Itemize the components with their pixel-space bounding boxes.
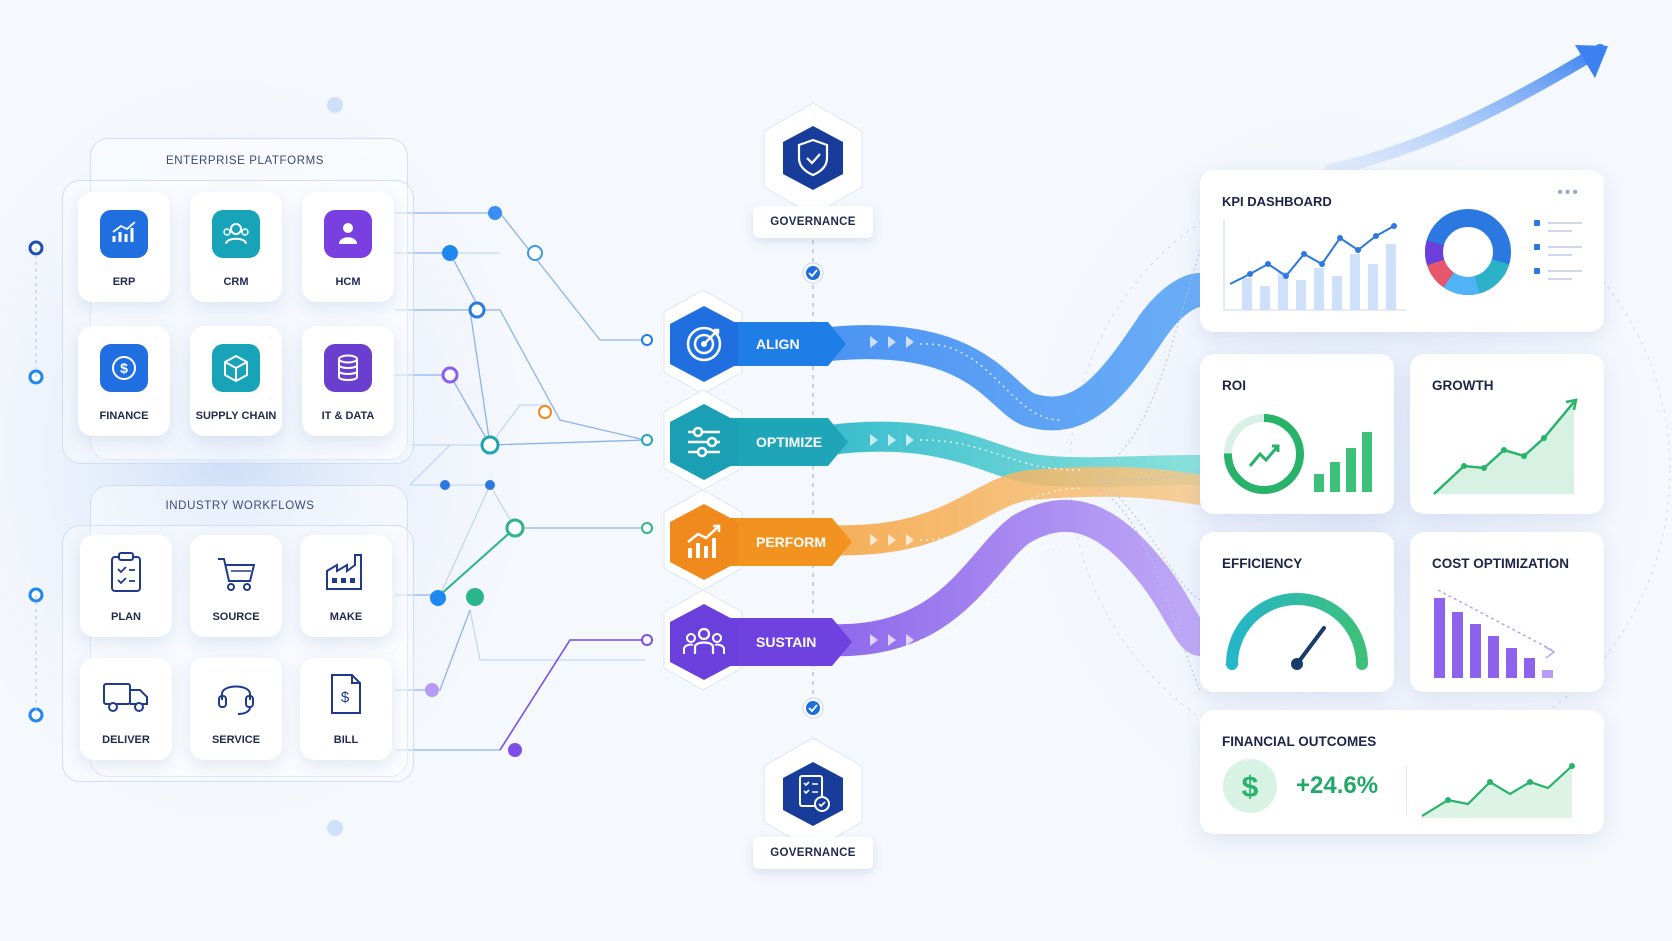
stage-perform[interactable]	[662, 500, 746, 584]
stage-label: SUSTAIN	[756, 634, 817, 650]
tile-plan[interactable]: PLAN	[80, 535, 172, 637]
shield-check-icon	[783, 126, 843, 190]
card-title: COST OPTIMIZATION	[1432, 556, 1569, 571]
dollar-coin-icon: $	[1223, 759, 1277, 813]
chart-up-icon	[670, 504, 738, 580]
card-title: ROI	[1222, 378, 1247, 393]
users-icon	[212, 210, 260, 258]
growth-card[interactable]: GROWTH	[1410, 354, 1604, 514]
cost-bar-chart	[1434, 589, 1556, 678]
team-icon	[670, 604, 738, 680]
tile-label: SOURCE	[212, 611, 260, 623]
tile-bill[interactable]: $ BILL	[300, 658, 392, 760]
stage-optimize[interactable]	[662, 400, 746, 484]
dollar-icon: $	[100, 344, 148, 392]
kpi-dashboard-card[interactable]: KPI DASHBOARD •••	[1200, 170, 1604, 332]
tile-supply-chain[interactable]: SUPPLY CHAIN	[190, 326, 282, 436]
governance-top-label: GOVERNANCE	[753, 206, 873, 238]
bill-icon: $	[331, 674, 361, 714]
enterprise-platforms-title: ENTERPRISE PLATFORMS	[165, 155, 325, 167]
card-title: KPI DASHBOARD	[1222, 194, 1332, 209]
efficiency-speedometer	[1226, 593, 1368, 670]
tile-label: ERP	[112, 276, 136, 288]
box-icon	[212, 344, 260, 392]
tile-label: IT & DATA	[321, 410, 375, 422]
tile-deliver[interactable]: DELIVER	[80, 658, 172, 760]
tile-label: DELIVER	[102, 734, 150, 746]
tile-label: PLAN	[111, 611, 141, 623]
industry-workflows-title: INDUSTRY WORKFLOWS	[165, 500, 315, 512]
svg-text:$: $	[341, 689, 350, 706]
more-options-icon[interactable]: •••	[1557, 184, 1580, 201]
target-icon	[670, 306, 738, 382]
stage-label: OPTIMIZE	[756, 434, 823, 450]
svg-text:$: $	[120, 360, 128, 376]
factory-icon	[326, 554, 362, 590]
tile-label: SUPPLY CHAIN	[195, 410, 277, 422]
tile-erp[interactable]: ERP	[78, 192, 170, 302]
tile-finance[interactable]: $ FINANCE	[78, 326, 170, 436]
tile-label: BILL	[333, 734, 359, 746]
governance-bottom-hex	[777, 758, 849, 830]
svg-text:$: $	[1242, 771, 1259, 804]
person-icon	[324, 210, 372, 258]
roi-card[interactable]: ROI	[1200, 354, 1394, 514]
divider	[1406, 766, 1407, 816]
stage-align[interactable]	[662, 302, 746, 386]
tile-label: SERVICE	[211, 734, 261, 746]
financial-outcome-value: +24.6%	[1296, 772, 1379, 799]
stage-label: PERFORM	[756, 534, 826, 550]
sliders-icon	[670, 404, 738, 480]
connector-nodes	[28, 97, 552, 836]
card-title: FINANCIAL OUTCOMES	[1222, 734, 1377, 749]
clipboard-icon	[111, 552, 141, 592]
headset-icon	[218, 685, 254, 715]
stage-sustain[interactable]	[662, 600, 746, 684]
tile-label: CRM	[223, 276, 249, 288]
tile-source[interactable]: SOURCE	[190, 535, 282, 637]
cost-optimization-card[interactable]: COST OPTIMIZATION	[1410, 532, 1604, 692]
card-title: GROWTH	[1432, 378, 1494, 393]
kpi-donut-chart	[1425, 209, 1511, 295]
cart-icon	[218, 558, 256, 591]
governance-bottom-label: GOVERNANCE	[753, 837, 873, 869]
tile-crm[interactable]: CRM	[190, 192, 282, 302]
tile-it-data[interactable]: IT & DATA	[302, 326, 394, 436]
financial-trend-sparkline	[1421, 763, 1575, 818]
card-title: EFFICIENCY	[1222, 556, 1303, 571]
truck-icon	[103, 683, 148, 712]
database-icon	[324, 344, 372, 392]
bar-chart-icon	[100, 210, 148, 258]
growth-area-chart	[1433, 398, 1578, 495]
tile-hcm[interactable]: HCM	[302, 192, 394, 302]
tile-label: FINANCE	[99, 410, 149, 422]
kpi-legend	[1534, 220, 1582, 280]
tile-make[interactable]: MAKE	[300, 535, 392, 637]
roi-gauge	[1224, 414, 1372, 494]
financial-outcomes-card[interactable]: FINANCIAL OUTCOMES $ +24.6%	[1200, 710, 1604, 834]
tile-service[interactable]: SERVICE	[190, 658, 282, 760]
efficiency-card[interactable]: EFFICIENCY	[1200, 532, 1394, 692]
checklist-icon	[783, 762, 843, 826]
stage-label: ALIGN	[756, 336, 800, 352]
tile-label: HCM	[335, 276, 361, 288]
kpi-line-bar-chart	[1223, 220, 1406, 311]
tile-label: MAKE	[329, 611, 363, 623]
governance-top-hex	[777, 122, 849, 194]
